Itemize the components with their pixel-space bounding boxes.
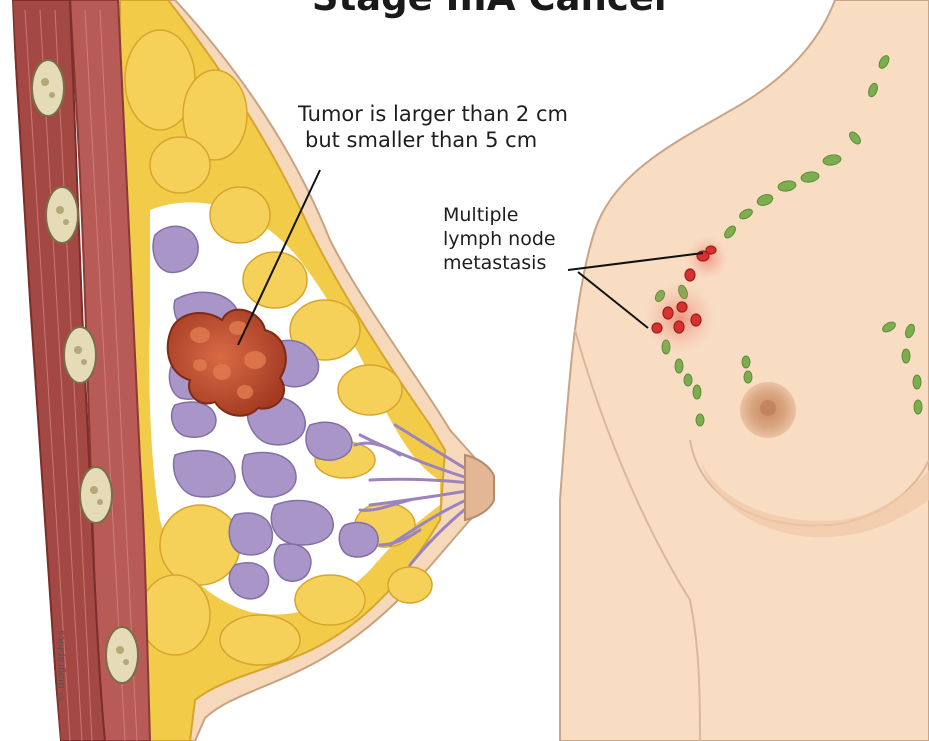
- copyright-credit: © Biographics: [56, 630, 67, 702]
- tumor-label-line-2: but smaller than 5 cm: [305, 127, 537, 153]
- torso-skin: [560, 0, 929, 741]
- nipple: [760, 400, 776, 416]
- nipple-profile: [465, 455, 494, 520]
- lymph-label-line-1: Multiple: [443, 203, 518, 227]
- diagram-title: Stage IIIA Cancer: [0, 0, 929, 19]
- torso-front-view: [560, 0, 929, 741]
- lymph-label-line-3: metastasis: [443, 251, 546, 275]
- tumor-label-line-1: Tumor is larger than 2 cm: [298, 101, 568, 127]
- lymph-label-line-2: lymph node: [443, 227, 556, 251]
